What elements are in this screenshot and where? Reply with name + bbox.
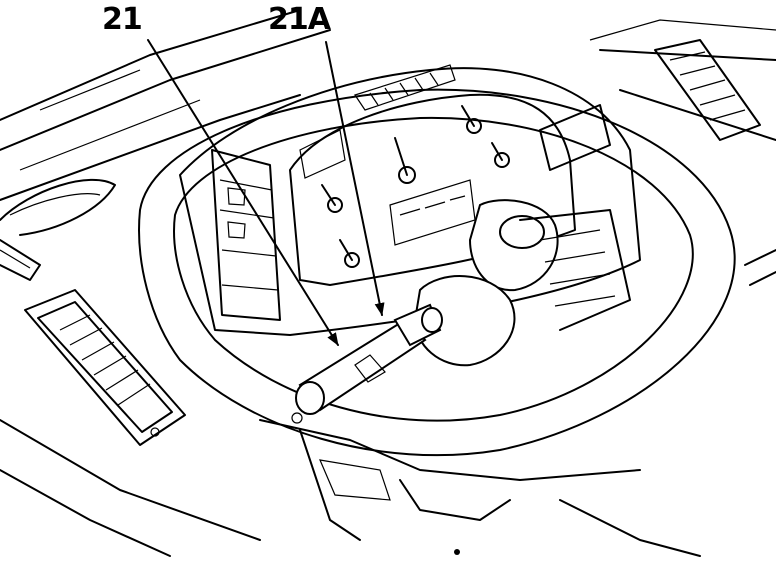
leader-21 [147,39,339,346]
left-switch-panel [211,149,281,321]
lower-console [0,412,701,557]
callout-21a: 21A [268,2,331,37]
upper-left-vent [0,239,41,281]
instrument-cluster [179,64,641,336]
callout-21: 21 [102,2,143,37]
right-edge-vent [744,249,776,286]
steering-wheel [138,88,736,457]
leader-lines [147,39,385,346]
steering-column-hub [413,104,631,367]
control-stalk [295,303,443,415]
upper-right-air-vent [654,39,761,141]
dashboard-top-contour [0,9,776,201]
leader-21a [325,41,385,316]
left-dash-recess [0,178,116,236]
lower-left-air-vent [24,289,186,446]
bottom-dot-mark [454,549,460,555]
